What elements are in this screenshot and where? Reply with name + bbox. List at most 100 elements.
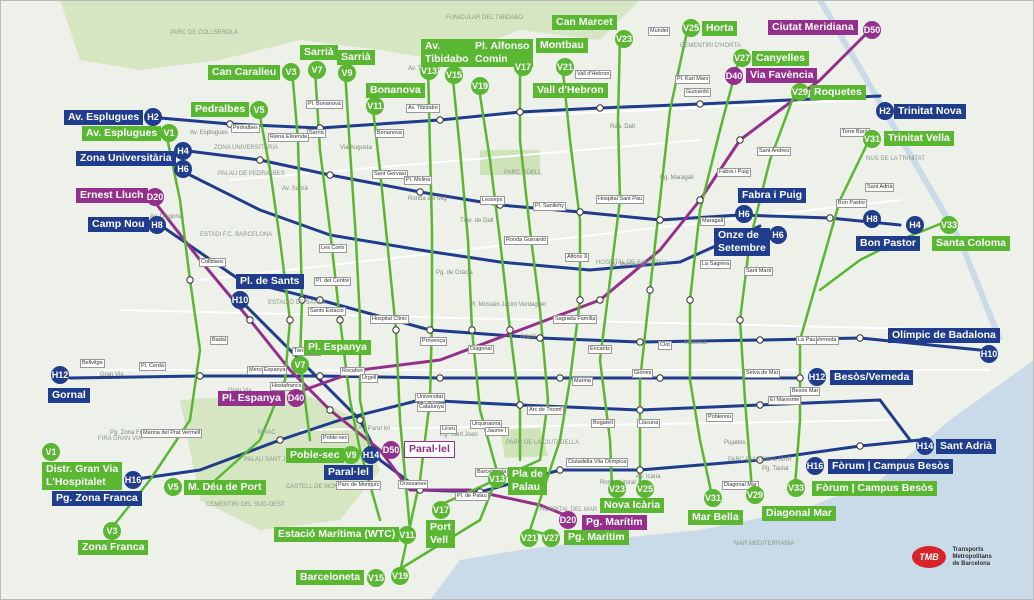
line-badge[interactable]: V33 [787,479,805,497]
stop-label[interactable]: El Maresme [768,396,802,405]
terminal-ciutat-meridiana[interactable]: Ciutat Meridiana [768,20,858,35]
stop-node[interactable] [392,326,400,334]
line-badge[interactable]: V27 [733,49,751,67]
terminal-vall-dhebron[interactable]: Vall d'Hebron [533,83,608,98]
line-badge[interactable]: D20 [559,511,577,529]
stop-label[interactable]: Collblanc [199,258,226,267]
stop-node[interactable] [636,406,644,414]
terminal-nova-icaria[interactable]: Nova Icària [600,498,665,513]
stop-node[interactable] [756,401,764,409]
terminal-forum-campus-besos-g[interactable]: Fòrum | Campus Besòs [812,481,938,496]
line-badge[interactable]: H14 [916,437,934,455]
terminal-paral-lel-p[interactable]: Paral·lel [404,441,455,458]
terminal-santa-coloma[interactable]: Santa Coloma [932,236,1011,251]
terminal-diagonal-mar[interactable]: Diagonal Mar [762,506,836,521]
line-badge[interactable]: V13 [420,62,438,80]
stop-node[interactable] [696,196,704,204]
stop-label[interactable]: Pl. del Centre [314,277,352,286]
stop-label[interactable]: Ciutadella Vila Olímpica [566,458,629,467]
terminal-via-favencia[interactable]: Via Favència [746,68,818,83]
line-badge[interactable]: H6 [174,160,192,178]
line-badge[interactable]: H16 [124,471,142,489]
terminal-trinitat-vella[interactable]: Trinitat Vella [884,131,954,146]
stop-label[interactable]: Fabra i Puig [717,168,751,177]
stop-node[interactable] [736,316,744,324]
terminal-bon-pastor[interactable]: Bon Pastor [856,236,921,251]
line-badge[interactable]: V5 [250,101,268,119]
terminal-camp-nou[interactable]: Camp Nou [88,217,149,232]
stop-node[interactable] [826,214,834,222]
line-badge[interactable]: V29 [791,83,809,101]
stop-label[interactable]: Llacuna [637,419,661,428]
line-badge[interactable]: H14 [362,446,380,464]
stop-node[interactable] [596,104,604,112]
stop-label[interactable]: Diagonal [468,345,494,354]
terminal-gornal[interactable]: Gornal [48,388,90,403]
stop-label[interactable]: Drassanes [398,480,429,489]
stop-node[interactable] [326,406,334,414]
stop-node[interactable] [276,436,284,444]
terminal-av-esplugues-b[interactable]: Av. Esplugues [64,110,144,125]
terminal-sant-adria[interactable]: Sant Adrià [936,439,997,454]
stop-label[interactable]: Sant Andreu [757,147,792,156]
terminal-av-esplugues-g[interactable]: Av. Esplugues [82,126,162,141]
stop-label[interactable]: Pl. Bonanova [306,100,343,109]
stop-label[interactable]: Diagonal Mar [722,481,759,490]
stop-node[interactable] [256,156,264,164]
terminal-estacio-maritima[interactable]: Estació Marítima (WTC) [274,527,400,542]
stop-node[interactable] [686,296,694,304]
stop-label[interactable]: Clot [658,341,672,350]
line-badge[interactable]: V15 [445,66,463,84]
stop-label[interactable]: Espanya [262,366,288,375]
line-badge[interactable]: H4 [174,142,192,160]
line-badge[interactable]: V11 [366,97,384,115]
stop-label[interactable]: Selva de Mar [744,369,781,378]
line-badge[interactable]: V17 [514,58,532,76]
stop-node[interactable] [596,296,604,304]
stop-node[interactable] [356,416,364,424]
terminal-port-vell[interactable]: Port Vell [426,520,455,548]
stop-label[interactable]: Pl. Karl Marx [675,75,711,84]
line-badge[interactable]: H6 [735,205,753,223]
stop-label[interactable]: Encants [588,345,612,354]
stop-label[interactable]: La Sagrera [700,260,732,269]
stop-node[interactable] [796,374,804,382]
stop-node[interactable] [536,334,544,342]
line-badge[interactable]: V7 [291,356,309,374]
line-badge[interactable]: V1 [42,443,60,461]
terminal-mar-bella[interactable]: Mar Bella [688,510,743,525]
stop-node[interactable] [436,116,444,124]
terminal-canyelles[interactable]: Canyelles [752,51,810,66]
terminal-poble-sec[interactable]: Poble-sec [286,448,344,463]
terminal-paral-lel-b[interactable]: Paral·lel [324,465,373,480]
stop-node[interactable] [656,216,664,224]
line-badge[interactable]: H2 [876,102,894,120]
stop-node[interactable] [576,296,584,304]
line-badge[interactable]: D40 [725,67,743,85]
terminal-olimpic-de-badalona[interactable]: Olímpic de Badalona [888,328,1000,343]
line-badge[interactable]: H8 [148,216,166,234]
terminal-pg-zona-franca[interactable]: Pg. Zona Franca [52,491,142,506]
stop-label[interactable]: Sant Gervasi [372,170,408,179]
stop-label[interactable]: Pl. Sanllehy [533,202,567,211]
terminal-pla-de-palau[interactable]: Pla de Palau [508,467,547,495]
line-badge[interactable]: H8 [863,210,881,228]
stop-label[interactable]: Sant Adrià [865,183,895,192]
stop-node[interactable] [416,188,424,196]
terminal-horta[interactable]: Horta [702,21,738,36]
line-badge[interactable]: V17 [432,501,450,519]
stop-label[interactable]: Ronda Guinardó [504,236,549,245]
stop-node[interactable] [856,334,864,342]
line-badge[interactable]: H12 [51,366,69,384]
stop-label[interactable]: Bon Pastor [836,199,868,208]
line-badge[interactable]: V19 [391,567,409,585]
stop-label[interactable]: Hospital Clínic [370,315,410,324]
stop-label[interactable]: Catalunya [417,403,446,412]
line-badge[interactable]: D50 [382,441,400,459]
terminal-zona-franca[interactable]: Zona Franca [78,540,149,555]
line-badge[interactable]: V15 [367,569,385,587]
terminal-montbau[interactable]: Montbau [536,38,588,53]
stop-node[interactable] [196,372,204,380]
terminal-barceloneta[interactable]: Barceloneta [296,570,365,585]
stop-label[interactable]: Maragall [700,217,726,226]
